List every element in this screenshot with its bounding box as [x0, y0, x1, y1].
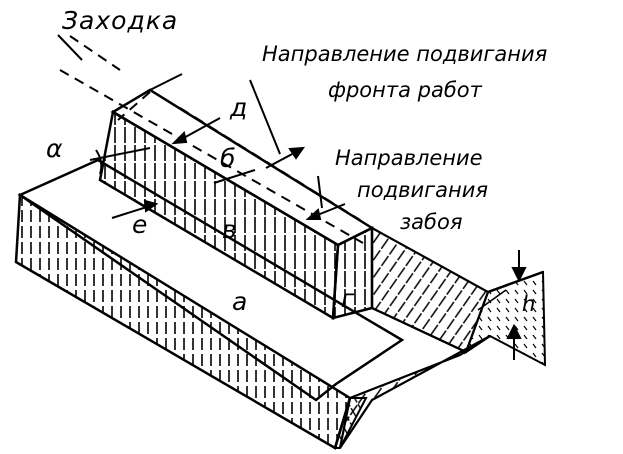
- lower-bench: [14, 158, 491, 450]
- upper-bench: [98, 88, 547, 367]
- label-front-direction-line2: фронта работ: [328, 78, 482, 102]
- label-front-direction-line1: Направление подвигания: [262, 42, 548, 66]
- label-g: г: [341, 284, 356, 313]
- label-face-direction-line2: подвигания: [357, 178, 489, 202]
- label-b: б: [220, 144, 237, 173]
- label-d: д: [230, 93, 249, 122]
- label-e: е: [132, 210, 149, 239]
- label-a: а: [232, 287, 249, 316]
- label-face-direction-line3: забоя: [400, 210, 463, 234]
- label-v: в: [222, 215, 238, 244]
- lower-bench-right-face: [338, 335, 491, 449]
- arrows: [95, 117, 527, 360]
- label-h: h: [522, 292, 536, 316]
- label-face-direction-line1: Направление: [335, 146, 483, 170]
- label-alpha: α: [46, 134, 64, 163]
- label-zakhodka: Заходка: [62, 6, 179, 35]
